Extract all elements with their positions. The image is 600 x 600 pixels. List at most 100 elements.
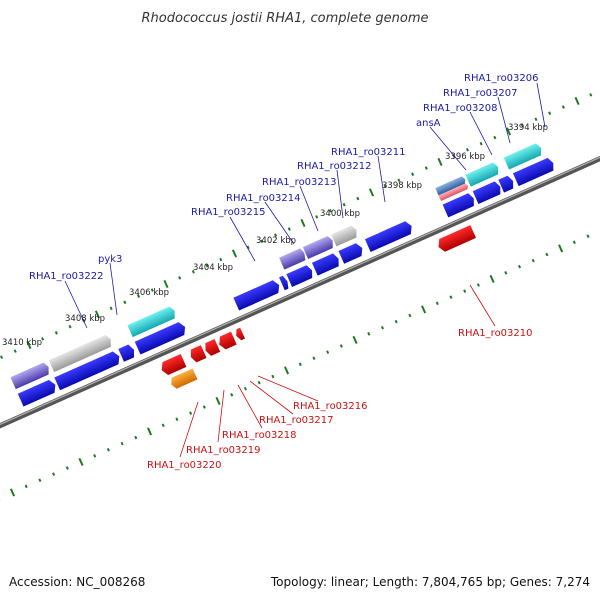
minor-tick [150,288,154,292]
minor-tick [586,234,590,238]
gene-arrow-ro03212[interactable] [338,242,365,264]
major-tick [9,488,16,497]
gene-arrow-ansA[interactable] [442,192,477,218]
gene-arrow-ro03208[interactable] [472,180,503,204]
gene-arrow-ro03224[interactable] [17,378,58,407]
major-tick [163,279,169,289]
minor-tick [38,478,42,483]
minor-tick [534,117,538,122]
gene-label-ro03222[interactable]: RHA1_ro03222 [29,271,104,282]
minor-tick [465,147,469,152]
minor-tick [326,350,330,354]
gene-label-ro03217[interactable]: RHA1_ro03217 [259,415,334,426]
gene-label-ro03216[interactable]: RHA1_ro03216 [293,401,368,412]
gene-arrow-pyk3[interactable] [134,321,188,355]
gene-label-ro03219[interactable]: RHA1_ro03219 [186,445,261,456]
major-tick [368,188,375,197]
gene-arrow-ro03210[interactable] [436,225,477,253]
gene-label-ro03213[interactable]: RHA1_ro03213 [262,177,337,188]
gene-label-ro03218[interactable]: RHA1_ro03218 [222,430,297,441]
gene-arrow-ro03218[interactable] [203,338,221,357]
genome-backbone [0,118,600,465]
gene-arrow-ro03223[interactable] [54,350,122,391]
minor-tick [424,166,428,170]
gene-arrow-ro03215b[interactable] [279,275,290,291]
minor-tick [479,141,483,146]
top-gene-labels: RHA1_ro03206 RHA1_ro03207 RHA1_ro03208 a… [29,73,539,282]
gene-arrow-ro03213-hl[interactable] [302,235,336,260]
minor-tick [287,227,291,231]
gene-arrow-ro03217[interactable] [216,331,237,351]
minor-tick [24,484,28,489]
gene-arrow-ansA-hl2[interactable] [438,183,470,201]
minor-tick [517,264,522,269]
ruler-label: 3402 kbp [256,236,296,246]
gene-arrow-ro03220[interactable] [159,354,187,377]
minor-tick [397,178,401,183]
minor-tick [493,135,497,140]
gene-arrow-ro03208-hl[interactable] [465,161,500,187]
minor-tick [52,472,56,476]
major-tick [558,244,564,253]
minor-tick [394,319,398,324]
gene-label-ro03207[interactable]: RHA1_ro03207 [443,88,518,99]
gene-arrow-ro03222[interactable] [118,343,136,362]
gene-label-ansA[interactable]: ansA [416,118,441,129]
minor-tick [408,313,412,318]
major-tick [146,427,153,436]
minor-tick [342,202,346,207]
gene-arrow-ro03220-hl[interactable] [169,368,198,390]
gene-label-ro03215[interactable]: RHA1_ro03215 [191,207,266,218]
gene-arrow-ansA-hl[interactable] [435,176,467,196]
minor-tick [383,184,387,189]
minor-tick [178,276,182,280]
minor-tick [589,93,593,97]
gene-arrow-ro03211[interactable] [364,220,415,252]
bottom-gene-labels: RHA1_ro03210 RHA1_ro03216 RHA1_ro03217 R… [147,328,533,471]
minor-tick [315,215,319,219]
gene-label-ro03220[interactable]: RHA1_ro03220 [147,460,222,471]
minor-tick [545,252,549,257]
gene-arrow-ro03207[interactable] [498,175,516,193]
gene-arrow-ro03206-hl[interactable] [503,142,544,170]
gene-arrow-pyk3-hl[interactable] [127,305,177,338]
minor-tick [312,356,316,360]
gene-arrow-ro03215[interactable] [233,279,282,311]
forward-genes [10,142,556,407]
minor-tick [54,331,58,335]
minor-tick [411,172,415,176]
gene-arrow-ro03224-hl[interactable] [10,361,51,390]
gene-arrow-ro03223-hl[interactable] [48,334,114,373]
minor-tick [230,393,234,397]
gene-label-ro03208[interactable]: RHA1_ro03208 [423,103,498,114]
minor-tick [205,263,209,268]
gene-arrow-ro03214[interactable] [286,264,315,287]
gene-arrow-ro03214-hl[interactable] [279,248,307,270]
minor-tick [520,123,524,128]
minor-tick [0,355,4,359]
gene-arrow-ro03219[interactable] [188,345,207,363]
reverse-tick-row [0,234,590,501]
minor-tick [572,240,576,245]
gene-label-pyk3[interactable]: pyk3 [98,254,122,265]
minor-tick [504,271,508,275]
gene-arrow-ro03206[interactable] [512,157,556,187]
gene-arrow-ro03212-hl[interactable] [331,224,359,247]
gene-label-ro03210[interactable]: RHA1_ro03210 [458,328,533,339]
minor-tick [120,441,124,446]
gene-label-ro03206[interactable]: RHA1_ro03206 [464,73,539,84]
gene-arrow-ro03216[interactable] [234,327,246,342]
gene-label-ro03211[interactable]: RHA1_ro03211 [331,147,406,158]
gene-arrow-ro03213[interactable] [311,252,341,276]
major-tick [489,274,495,283]
gene-label-ro03214[interactable]: RHA1_ro03214 [226,193,301,204]
major-tick [300,218,306,228]
minor-tick [367,332,371,336]
gene-label-ro03212[interactable]: RHA1_ro03212 [297,161,372,172]
minor-tick [175,417,179,422]
ruler-label: 3400 kbp [320,209,360,219]
minor-tick [123,300,127,305]
minor-tick [435,301,439,306]
ruler-label: 3410 kbp [2,338,42,348]
major-tick [506,127,512,136]
